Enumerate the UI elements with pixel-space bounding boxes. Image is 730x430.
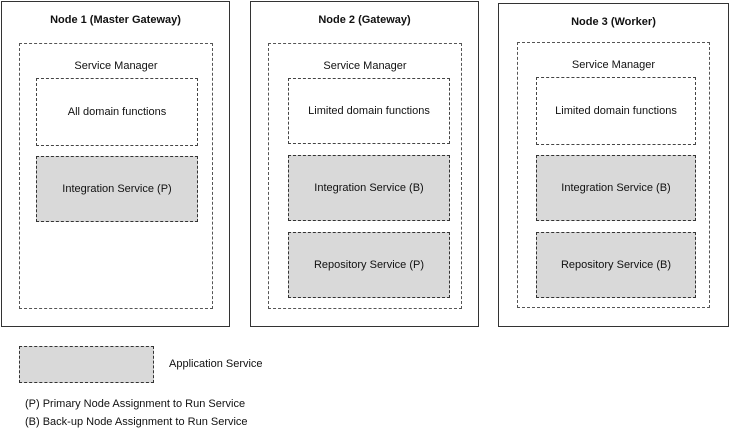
node-3-integration-service: Integration Service (B) — [536, 155, 696, 221]
legend-application-service-swatch — [19, 346, 154, 383]
legend-backup-note: (B) Back-up Node Assignment to Run Servi… — [25, 416, 248, 428]
node-1-service-manager-label: Service Manager — [74, 60, 158, 72]
node-3-box: Node 3 (Worker) Service Manager Limited … — [498, 3, 729, 327]
node-3-domain-functions-label: Limited domain functions — [555, 105, 677, 117]
node-2-service-manager: Service Manager Limited domain functions… — [268, 43, 462, 309]
node-1-box: Node 1 (Master Gateway) Service Manager … — [1, 1, 230, 327]
node-1-integration-service: Integration Service (P) — [36, 156, 198, 222]
node-1-domain-functions-label: All domain functions — [67, 106, 167, 118]
node-2-service-manager-label: Service Manager — [323, 60, 407, 72]
node-2-repository-service: Repository Service (P) — [288, 232, 450, 298]
node-1-title: Node 1 (Master Gateway) — [50, 14, 181, 26]
legend-application-service-label: Application Service — [169, 358, 263, 370]
node-3-repository-service: Repository Service (B) — [536, 232, 696, 298]
node-3-domain-functions: Limited domain functions — [536, 77, 696, 145]
node-2-title: Node 2 (Gateway) — [318, 14, 411, 26]
node-1-domain-functions: All domain functions — [36, 78, 198, 146]
node-2-integration-service-label: Integration Service (B) — [314, 182, 424, 194]
node-1-service-manager: Service Manager All domain functions Int… — [19, 43, 213, 309]
node-3-service-manager: Service Manager Limited domain functions… — [517, 42, 710, 308]
node-2-domain-functions-label: Limited domain functions — [308, 105, 430, 117]
node-2-box: Node 2 (Gateway) Service Manager Limited… — [250, 1, 479, 327]
node-3-service-manager-label: Service Manager — [571, 59, 656, 71]
node-3-repository-service-label: Repository Service (B) — [560, 259, 672, 271]
node-2-integration-service: Integration Service (B) — [288, 155, 450, 221]
legend-primary-note: (P) Primary Node Assignment to Run Servi… — [25, 398, 246, 410]
node-3-integration-service-label: Integration Service (B) — [561, 182, 671, 194]
node-1-integration-service-label: Integration Service (P) — [62, 183, 172, 195]
node-3-title: Node 3 (Worker) — [571, 16, 656, 28]
node-2-domain-functions: Limited domain functions — [288, 78, 450, 144]
node-2-repository-service-label: Repository Service (P) — [313, 259, 425, 271]
